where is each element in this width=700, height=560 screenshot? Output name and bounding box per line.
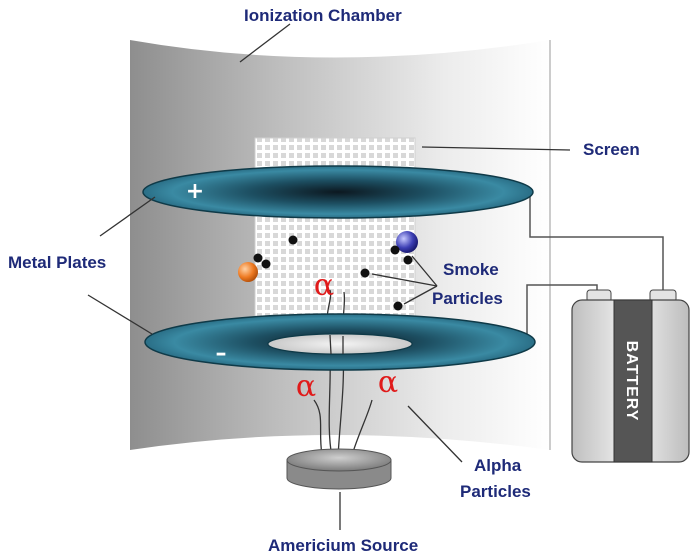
leader-alpha	[407, 405, 463, 463]
smoke-particle	[261, 259, 271, 269]
ion-blue	[396, 231, 418, 253]
label-smoke-particles-line2: Particles	[432, 289, 503, 308]
americium-source-top	[286, 448, 392, 472]
label-metal-plates: Metal Plates	[8, 253, 106, 272]
leader-smoke-1	[371, 273, 438, 287]
battery-band	[613, 299, 653, 463]
leader-metal-plates-top	[99, 196, 156, 237]
label-alpha-particles-line1: Alpha	[474, 456, 522, 475]
label-alpha-particles-line2: Particles	[460, 482, 531, 501]
battery-label: BATTERY	[623, 341, 640, 422]
leader-metal-plates-bottom	[87, 294, 153, 335]
label-screen: Screen	[583, 140, 640, 159]
label-smoke-particles-line1: Smoke	[443, 260, 499, 279]
alpha-track-3	[313, 399, 323, 456]
smoke-particle	[253, 253, 263, 263]
alpha-track-over-hole-1	[329, 334, 332, 355]
smoke-particle	[403, 255, 413, 265]
leader-ionization-chamber	[239, 23, 291, 63]
plus-symbol: +	[186, 179, 204, 204]
wire-bottom-to-battery	[526, 284, 598, 336]
label-americium-source: Americium Source	[268, 536, 418, 555]
wire-top-to-battery	[529, 196, 664, 293]
metal-plate-top	[142, 165, 534, 219]
plate-hole	[267, 333, 413, 355]
smoke-particle	[393, 301, 403, 311]
alpha-symbol-right: α	[378, 365, 398, 400]
leader-smoke-2	[411, 255, 438, 287]
leader-screen	[421, 146, 571, 151]
leader-smoke-3	[403, 285, 438, 305]
smoke-particle	[390, 245, 400, 255]
alpha-symbol-left: α	[296, 369, 316, 404]
ion-orange	[238, 262, 258, 282]
minus-symbol: –	[216, 341, 227, 366]
alpha-symbol-top: α	[314, 268, 334, 303]
smoke-particle	[288, 235, 298, 245]
smoke-particle	[360, 268, 370, 278]
label-ionization-chamber: Ionization Chamber	[244, 6, 402, 25]
